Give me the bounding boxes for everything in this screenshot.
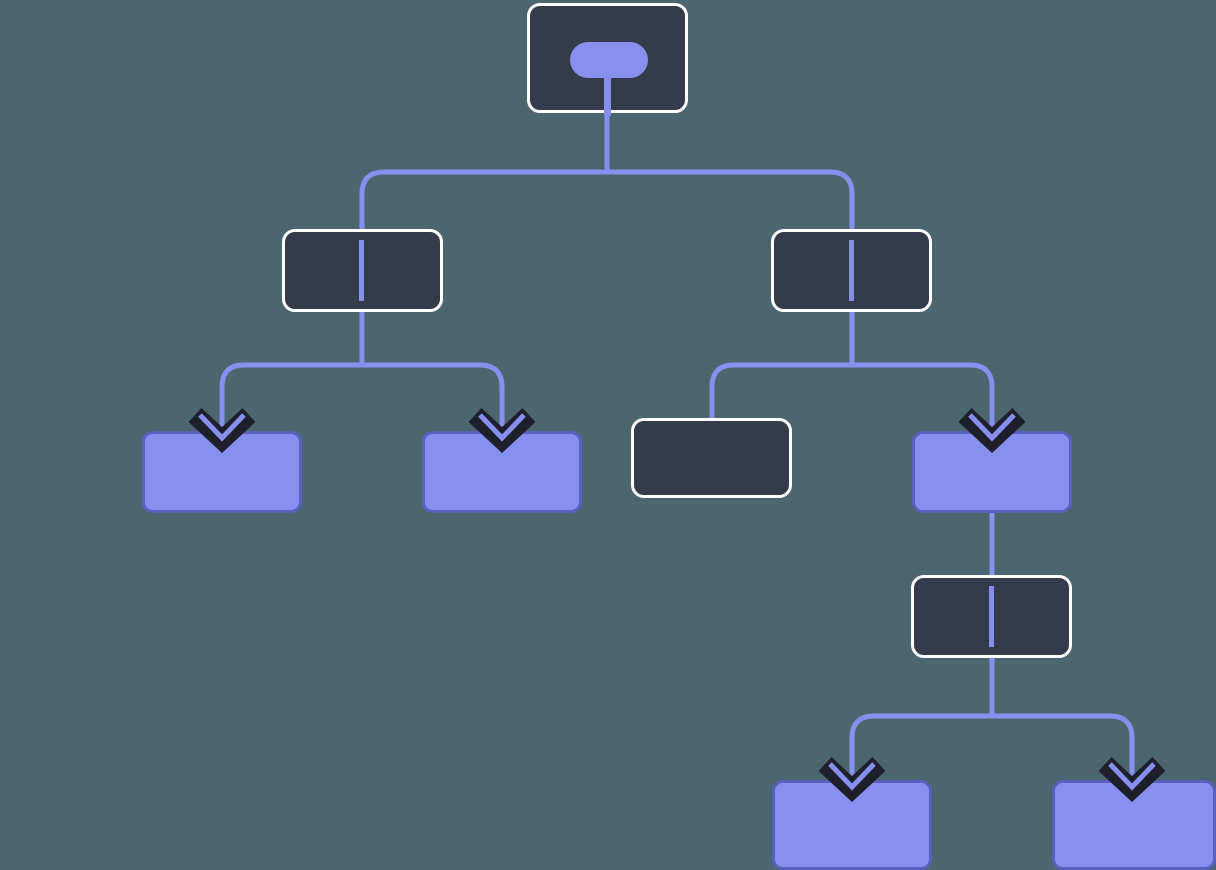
root-pill-stem bbox=[604, 74, 611, 116]
level2-right-node[interactable] bbox=[771, 229, 932, 312]
level3-leaf-b[interactable] bbox=[422, 431, 582, 513]
level3-leaf-a[interactable] bbox=[142, 431, 302, 513]
level3-leaf-d[interactable] bbox=[912, 431, 1072, 513]
level3-dark-node[interactable] bbox=[631, 418, 792, 498]
level4-dark-node[interactable] bbox=[911, 575, 1072, 658]
level2-left-node[interactable] bbox=[282, 229, 443, 312]
level5-leaf-left[interactable] bbox=[772, 780, 932, 870]
root-node[interactable] bbox=[527, 3, 688, 116]
level5-leaf-right[interactable] bbox=[1052, 780, 1216, 870]
root-pill-shape bbox=[570, 42, 648, 78]
